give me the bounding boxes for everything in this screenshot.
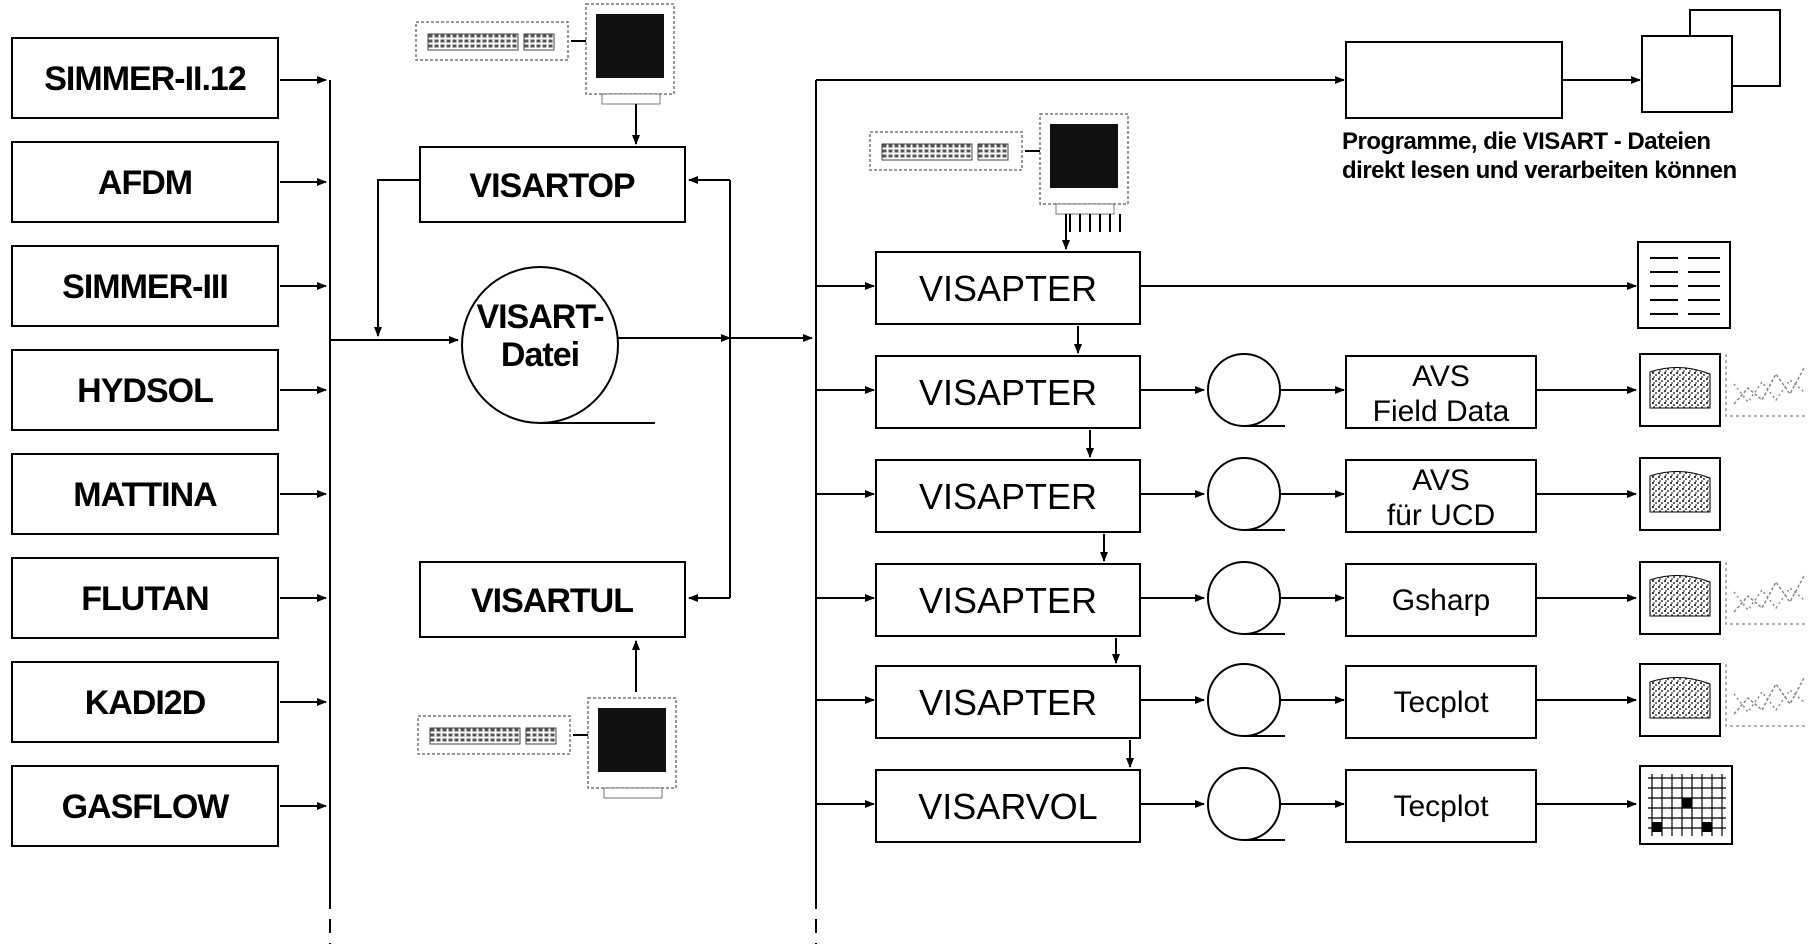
output-label-2: für UCD (1387, 499, 1495, 532)
output-row-1: AVS Field Data (1140, 354, 1806, 428)
plot-output-icon (1640, 664, 1720, 736)
printed-list-icon (1638, 242, 1730, 328)
code-label: GASFLOW (62, 788, 231, 826)
code-label: FLUTAN (81, 580, 208, 618)
magnetic-tape-icon (1208, 354, 1285, 426)
line-graph-icon (1726, 664, 1806, 726)
grid-plot-icon (1640, 766, 1732, 844)
output-page-front (1642, 36, 1732, 112)
visart-datei-label-2: Datei (501, 336, 579, 374)
output-label-1: AVS (1412, 464, 1470, 497)
workstation-icon-bottom (418, 698, 676, 798)
note-line-1: Programme, die VISART - Dateien (1342, 128, 1711, 155)
output-label-1: Gsharp (1392, 584, 1490, 617)
workstation-icon-top (416, 4, 674, 104)
output-row-2: AVS für UCD (1140, 458, 1720, 532)
converter-label: VISAPTER (919, 580, 1097, 621)
output-label-1: Tecplot (1393, 686, 1489, 719)
visartop-label: VISARTOP (469, 167, 635, 205)
code-label: AFDM (98, 164, 192, 202)
visartul-label: VISARTUL (471, 582, 633, 620)
magnetic-tape-icon (1208, 562, 1285, 634)
converter-label: VISAPTER (919, 682, 1097, 723)
code-label: SIMMER-II.12 (44, 60, 246, 98)
cable-bundle (1070, 214, 1120, 232)
converter-label: VISARVOL (918, 786, 1097, 827)
visart-datei-label-1: VISART- (476, 298, 603, 336)
code-label: HYDSOL (77, 372, 213, 410)
code-label: MATTINA (73, 476, 217, 514)
output-label-1: AVS (1412, 360, 1470, 393)
converter-label: VISAPTER (919, 268, 1097, 309)
plot-output-icon (1640, 354, 1720, 426)
direct-reader-program-box (1346, 42, 1562, 118)
line-graph-icon (1726, 354, 1806, 416)
converter-boxes: VISAPTER VISAPTER VISAPTER VISAPTER VISA… (876, 252, 1140, 842)
magnetic-tape-icon (1208, 458, 1285, 530)
output-row-5: Tecplot (1140, 766, 1732, 844)
converter-label: VISAPTER (919, 372, 1097, 413)
line-graph-icon (1726, 562, 1806, 624)
plot-output-icon (1640, 562, 1720, 634)
code-boxes: SIMMER-II.12 AFDM SIMMER-III HYDSOL MATT… (12, 38, 278, 846)
magnetic-tape-icon (1208, 664, 1285, 736)
output-row-3: Gsharp (1140, 562, 1806, 636)
code-label: SIMMER-III (62, 268, 228, 306)
note-line-2: direkt lesen und verarbeiten können (1342, 157, 1737, 184)
converter-label: VISAPTER (919, 476, 1097, 517)
code-label: KADI2D (85, 684, 206, 722)
plot-output-icon (1640, 458, 1720, 530)
magnetic-tape-icon (1208, 768, 1285, 840)
workstation-icon-right (870, 114, 1128, 214)
output-label-2: Field Data (1373, 395, 1510, 428)
output-row-4: Tecplot (1140, 664, 1806, 738)
output-label-1: Tecplot (1393, 790, 1489, 823)
